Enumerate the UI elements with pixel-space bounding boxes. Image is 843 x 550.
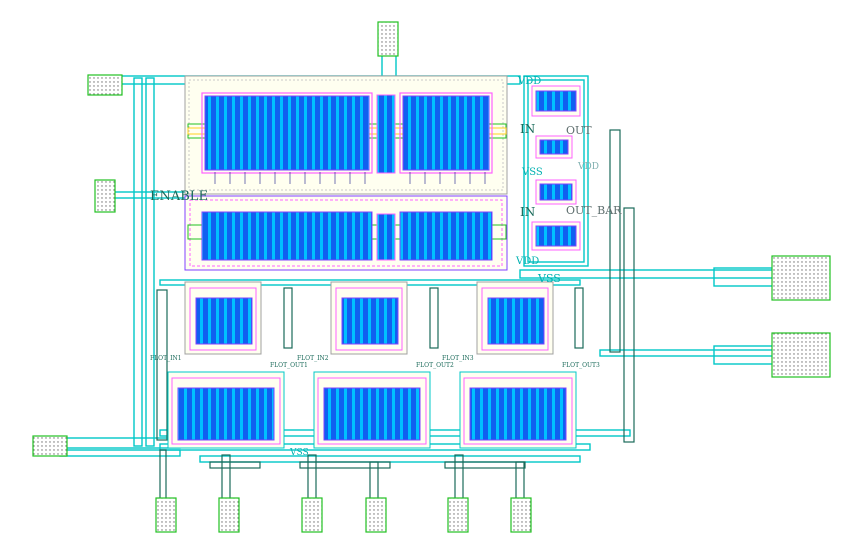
label-flot-out2: FLOT_OUT2 (416, 362, 454, 369)
label-vss-right: VSS (537, 272, 561, 285)
pad-b1 (155, 497, 177, 533)
top-transistor-block (184, 75, 508, 195)
pad-b4 (365, 497, 387, 533)
right-logic-cell (531, 85, 581, 251)
pad-b3 (301, 497, 323, 533)
label-in-top: IN (520, 122, 535, 136)
label-vdd-small: VDD (577, 162, 599, 172)
label-vdd-top: VDD (517, 76, 541, 87)
label-out-bar: OUT_BAR (566, 204, 622, 217)
label-vss-mid: VSS (521, 167, 543, 178)
label-in-bottom: IN (520, 205, 535, 219)
label-flot-out1: FLOT_OUT1 (270, 362, 308, 369)
pad-top (377, 21, 399, 57)
pad-bottom-left (32, 435, 68, 457)
pad-top-left (87, 74, 123, 96)
pad-out (771, 255, 831, 301)
label-enable: ENABLE (150, 189, 208, 204)
label-out: OUT (566, 124, 592, 137)
flot-input-cells (184, 281, 554, 355)
pad-b5 (447, 497, 469, 533)
label-flot-out3: FLOT_OUT3 (562, 362, 600, 369)
pad-enable (94, 179, 116, 213)
pad-b6 (510, 497, 532, 533)
label-flot-in2: FLOT_IN2 (297, 355, 329, 362)
flot-output-cells (167, 371, 577, 449)
label-flot-in1: FLOT_IN1 (150, 355, 182, 362)
label-flot-in3: FLOT_IN3 (442, 355, 474, 362)
label-vss-bottom: VSS (289, 448, 309, 458)
middle-transistor-block (184, 195, 508, 271)
io-pads (32, 21, 831, 533)
pad-out-bar (771, 332, 831, 378)
pad-b2 (218, 497, 240, 533)
label-vdd-bottom: VDD (515, 256, 539, 267)
